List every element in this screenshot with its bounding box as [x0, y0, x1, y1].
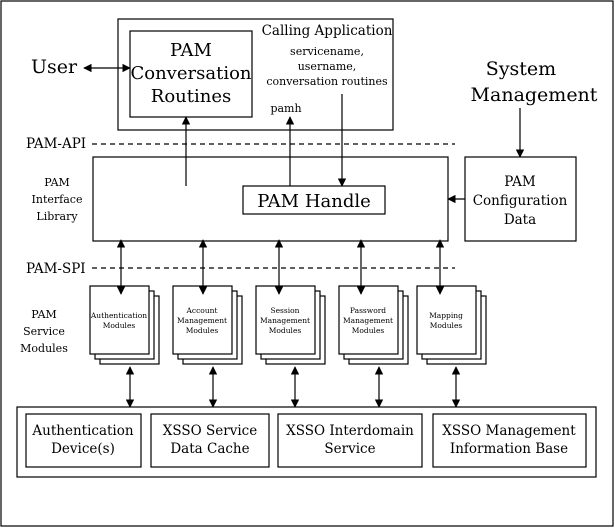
- session-modules-line-1: Session: [270, 306, 299, 315]
- configuration-data-line-2: Configuration: [473, 193, 568, 209]
- interface-library-line-1: PAM: [44, 176, 70, 189]
- authentication-modules-line-2: Modules: [103, 321, 136, 330]
- conversation-routines-line-1: PAM: [170, 40, 212, 61]
- xsso-interdomain-line-2: Service: [324, 441, 375, 457]
- mapping-modules-stack: Mapping Modules: [416, 285, 487, 365]
- authentication-devices-line-1: Authentication: [31, 423, 133, 439]
- account-modules-line-2: Management: [177, 316, 227, 325]
- session-management-modules-stack: Session Management Modules: [255, 285, 326, 365]
- password-modules-line-1: Password: [350, 306, 386, 315]
- password-modules-line-2: Management: [343, 316, 393, 325]
- xsso-interdomain-box: [277, 413, 423, 468]
- xsso-management-base-line-1: XSSO Management: [442, 423, 576, 439]
- xsso-data-cache-line-1: XSSO Service: [163, 423, 257, 439]
- pam-api-label: PAM-API: [26, 136, 86, 152]
- calling-params-line-2: username,: [298, 60, 357, 73]
- conversation-routines-line-3: Routines: [151, 86, 231, 107]
- pam-spi-label: PAM-SPI: [26, 261, 86, 277]
- pamh-label: pamh: [270, 102, 301, 115]
- calling-params-line-1: servicename,: [290, 45, 364, 58]
- system-management-line-1: System: [486, 58, 556, 80]
- interface-library-line-2: Interface: [32, 193, 83, 206]
- configuration-data-box: [464, 156, 577, 242]
- xsso-management-base-line-2: Information Base: [450, 441, 568, 457]
- password-management-modules-stack: Password Management Modules: [338, 285, 409, 365]
- authentication-devices-line-2: Device(s): [51, 441, 115, 457]
- authentication-modules-stack: Authentication Modules: [89, 285, 160, 365]
- xsso-data-cache-line-2: Data Cache: [170, 441, 249, 457]
- xsso-interdomain-line-1: XSSO Interdomain: [286, 423, 414, 439]
- account-management-modules-stack: Account Management Modules: [172, 285, 243, 365]
- service-modules-line-2: Service: [23, 325, 65, 338]
- calling-params-line-3: conversation routines: [266, 75, 388, 88]
- pam-handle-box: [242, 185, 386, 215]
- service-modules-line-3: Modules: [20, 342, 68, 355]
- pam-handle-label: PAM Handle: [257, 191, 371, 212]
- account-modules-line-3: Modules: [186, 326, 219, 335]
- user-label: User: [31, 56, 78, 78]
- calling-application-title: Calling Application: [262, 23, 393, 39]
- account-modules-line-1: Account: [185, 306, 217, 315]
- service-modules-line-1: PAM: [31, 308, 57, 321]
- configuration-data-line-1: PAM: [504, 174, 536, 190]
- authentication-devices-box: [25, 413, 142, 468]
- xsso-management-base-box: [432, 413, 587, 468]
- session-modules-line-3: Modules: [269, 326, 302, 335]
- authentication-modules-line-1: Authentication: [90, 311, 147, 320]
- password-modules-line-3: Modules: [352, 326, 385, 335]
- conversation-routines-box: [129, 30, 253, 118]
- configuration-data-line-3: Data: [504, 212, 536, 228]
- system-management-line-2: Management: [471, 84, 598, 106]
- mapping-modules-line-2: Modules: [430, 321, 463, 330]
- xsso-data-cache-box: [150, 413, 270, 468]
- mapping-modules-line-1: Mapping: [429, 311, 463, 320]
- session-modules-line-2: Management: [260, 316, 310, 325]
- interface-library-line-3: Library: [36, 210, 78, 223]
- conversation-routines-line-2: Conversation: [130, 63, 251, 84]
